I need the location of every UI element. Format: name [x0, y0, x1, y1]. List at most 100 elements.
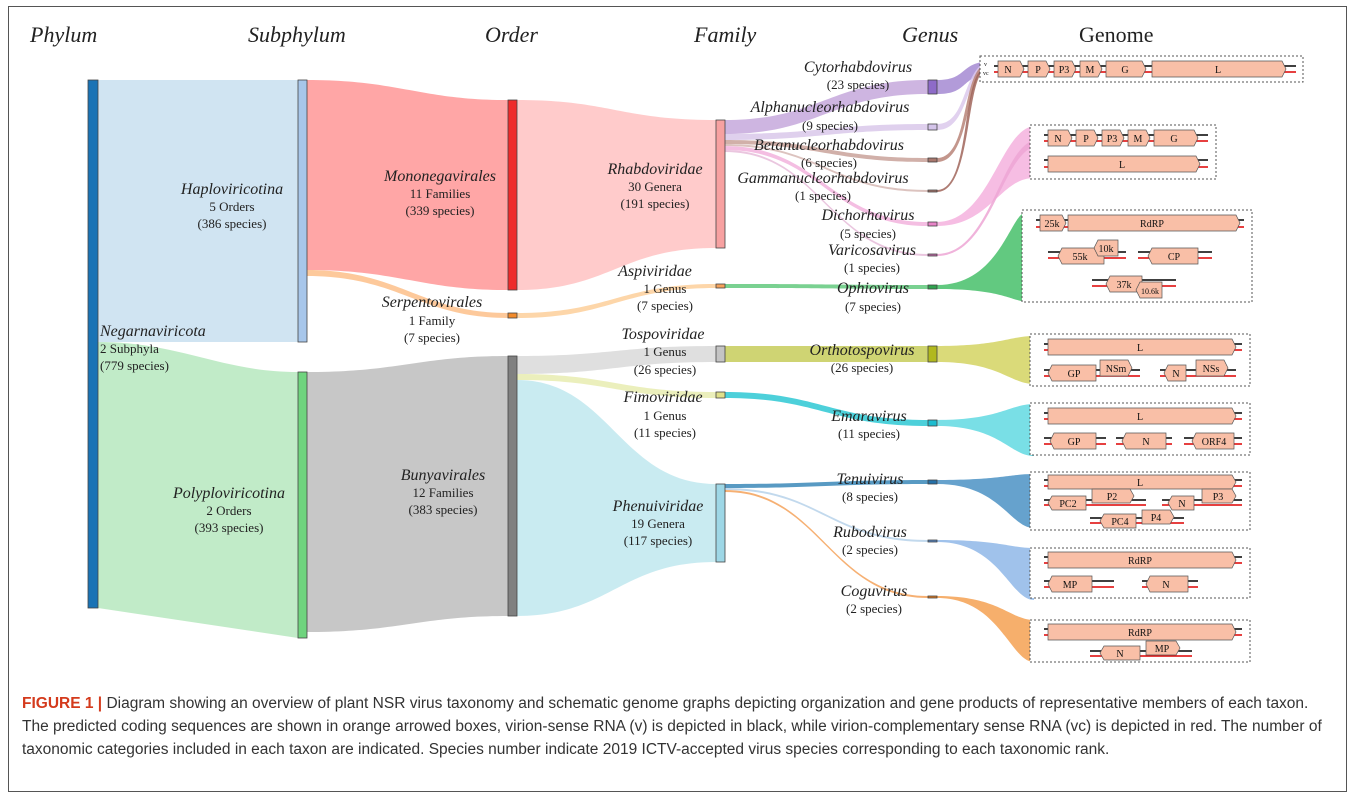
label-negarnaviricota-name: Negarnaviricota	[99, 323, 206, 340]
flow-phenui-rubod	[725, 488, 928, 542]
label-serpentovirales-l2: (7 species)	[404, 330, 460, 345]
label-haploviricotina-l2: (386 species)	[198, 216, 267, 231]
node-negarnaviricota	[87, 79, 99, 609]
gene-dichor-n: N	[1054, 134, 1061, 145]
fan-tenui	[937, 474, 1034, 528]
gene-ophio-37k: 37k	[1117, 280, 1132, 291]
fan-emara	[937, 404, 1034, 456]
label-dichorhavirus-name: Dichorhavirus	[820, 207, 914, 224]
gene-rubod-mp: MP	[1063, 580, 1078, 591]
label-coguvirus-l2: (2 species)	[846, 601, 902, 616]
node-rubodvirus	[927, 539, 938, 543]
label-tospoviridae-l2: (26 species)	[634, 362, 696, 377]
header-genome: Genome	[1079, 22, 1154, 47]
gene-rhabdo-m: M	[1086, 65, 1095, 76]
gene-cogu-rdrp: RdRP	[1128, 628, 1152, 639]
gene-tospo-n: N	[1172, 369, 1179, 380]
gene-emara-orf4: ORF4	[1202, 437, 1226, 448]
label-rhabdoviridae-l2: (191 species)	[621, 196, 690, 211]
gene-rhabdo-n: N	[1004, 65, 1011, 76]
label-rubodvirus-name: Rubodvirus	[832, 524, 907, 541]
gene-ophio-cp: CP	[1168, 252, 1181, 263]
svg-text:v: v	[984, 62, 987, 68]
gene-tenui-l: L	[1137, 478, 1143, 489]
label-emaravirus-name: Emaravirus	[830, 408, 907, 425]
svg-text:vc: vc	[983, 71, 989, 77]
fan-gamma	[937, 70, 982, 192]
node-ophiovirus	[927, 284, 938, 290]
node-emaravirus	[927, 419, 938, 427]
fan-cytorhabdo	[937, 62, 982, 94]
gene-rubod-rdrp: RdRP	[1128, 556, 1152, 567]
label-phenuiviridae-name: Phenuiviridae	[612, 498, 704, 515]
taxonomy-sankey-diagram: v	[29, 22, 1304, 663]
figure-frame	[8, 6, 1347, 792]
label-tenuivirus-name: Tenuivirus	[837, 471, 904, 488]
label-phenuiviridae-l1: 19 Genera	[631, 516, 685, 531]
label-cytorhabdovirus-l2: (23 species)	[827, 77, 889, 92]
label-polyploviricotina-name: Polyploviricotina	[172, 485, 285, 502]
flow-negarna-haplo	[98, 80, 298, 342]
header-subphylum: Subphylum	[248, 22, 346, 47]
label-coguvirus-name: Coguvirus	[841, 583, 908, 600]
node-phenuiviridae	[715, 483, 726, 563]
gene-emara-gp: GP	[1068, 437, 1081, 448]
taxon-labels: Negarnaviricota 2 Subphyla (779 species)…	[99, 59, 916, 616]
gene-emara-l: L	[1137, 412, 1143, 423]
label-mononegavirales-l2: (339 species)	[406, 203, 475, 218]
gene-ophio-10k: 10k	[1099, 244, 1114, 255]
label-betanucleorhabdovirus-l2: (6 species)	[801, 155, 857, 170]
label-orthotospovirus-l2: (26 species)	[831, 360, 893, 375]
flow-haplo-mono	[307, 80, 508, 290]
node-alphanucleorhabdovirus	[927, 123, 938, 131]
gene-tospo-nsm: NSm	[1106, 364, 1127, 375]
fan-alpha	[937, 64, 982, 130]
fan-ophio	[937, 212, 1026, 302]
flow-rhabdo-cytorhabdo	[725, 80, 928, 134]
gene-emara-n: N	[1142, 437, 1149, 448]
fan-cogu	[937, 596, 1034, 662]
flow-bunya-phenui	[517, 380, 716, 616]
label-polyploviricotina-l1: 2 Orders	[206, 503, 251, 518]
gene-ophio-25k: 25k	[1045, 219, 1060, 230]
gene-rhabdo-p3: P3	[1059, 65, 1070, 76]
label-fimoviridae-name: Fimoviridae	[622, 389, 702, 406]
header-phylum: Phylum	[29, 22, 97, 47]
label-tospoviridae-l1: 1 Genus	[644, 344, 687, 359]
label-aspiviridae-l2: (7 species)	[637, 298, 693, 313]
flow-polyplo-bunya	[307, 356, 508, 632]
gene-cogu-mp: MP	[1155, 644, 1170, 655]
label-phenuiviridae-l2: (117 species)	[624, 533, 692, 548]
node-polyploviricotina	[297, 371, 308, 639]
fan-rubod	[937, 540, 1034, 600]
label-gammanucleorhabdovirus-name: Gammanucleorhabdovirus	[737, 170, 908, 187]
node-coguvirus	[927, 595, 938, 599]
label-tenuivirus-l2: (8 species)	[842, 489, 898, 504]
genome-rubod: RdRP MP N	[1029, 547, 1251, 599]
gene-dichor-g: G	[1170, 134, 1177, 145]
node-tospoviridae	[715, 345, 726, 363]
fan-orthotospo	[937, 336, 1034, 384]
flows	[98, 62, 1034, 662]
gene-dichor-p: P	[1083, 134, 1089, 145]
gene-tenui-pc4: PC4	[1111, 517, 1128, 528]
flow-fimo-emara	[725, 392, 928, 426]
fan-varicosa	[937, 140, 1034, 256]
flow-mono-rhabdo	[517, 100, 716, 290]
gene-rhabdo-l: L	[1215, 65, 1221, 76]
node-betanucleorhabdovirus	[927, 157, 938, 163]
label-tospoviridae-name: Tospoviridae	[622, 326, 705, 343]
figure-caption: FIGURE 1 | Diagram showing an overview o…	[22, 692, 1338, 761]
label-emaravirus-l2: (11 species)	[838, 426, 900, 441]
node-dichorhavirus	[927, 221, 938, 227]
genome-ophio: 25k RdRP 55k 10k CP 37k 10.6k	[1021, 209, 1253, 303]
flow-aspi-ophio	[725, 284, 928, 289]
label-varicosavirus-l2: (1 species)	[844, 260, 900, 275]
label-ophiovirus-name: Ophiovirus	[837, 280, 909, 297]
label-mononegavirales-name: Mononegavirales	[383, 168, 496, 185]
caption-text: Diagram showing an overview of plant NSR…	[22, 695, 1322, 758]
gene-rubod-n: N	[1162, 580, 1169, 591]
fan-dichor	[937, 126, 1034, 226]
flow-rhabdo-gamma	[725, 144, 928, 192]
genome-emara: L GP N ORF4	[1029, 402, 1251, 456]
